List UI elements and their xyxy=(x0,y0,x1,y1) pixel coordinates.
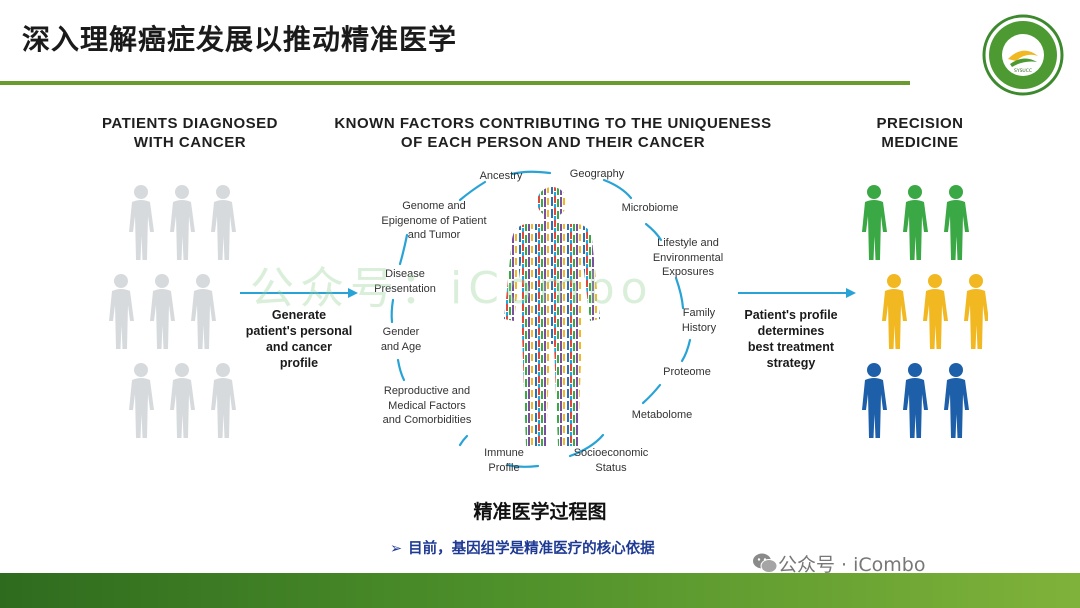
factor-proteome: Proteome xyxy=(652,365,722,380)
factor-label: Lifestyle and xyxy=(657,237,719,249)
left-caption-line: Generate xyxy=(271,308,327,322)
bullet-arrow-icon: ➢ xyxy=(390,541,403,557)
header-left-line-2: WITH CANCER xyxy=(133,134,247,151)
precision-patients-group xyxy=(862,185,988,438)
factor-label: Epigenome of Patient xyxy=(381,214,487,227)
factor-label: Genome and xyxy=(402,200,466,212)
grey-person-icon xyxy=(211,185,236,260)
page-title: 深入理解癌症发展以推动精准医学 xyxy=(22,23,458,56)
factor-label: and Tumor xyxy=(407,229,461,241)
yellow-person-icon xyxy=(964,274,988,349)
header-left-line-1: PATIENTS DIAGNOSED xyxy=(102,115,278,132)
factor-label: Reproductive and xyxy=(383,385,471,397)
left-caption: Generate patient's personal and cancer p… xyxy=(238,307,360,371)
grey-person-icon xyxy=(191,274,216,349)
factor-gender-age: Gender and Age xyxy=(368,325,434,354)
left-caption-line: and cancer xyxy=(265,340,332,354)
factor-label: Immune xyxy=(484,447,524,459)
factor-label: Metabolome xyxy=(631,409,693,421)
factor-genome: Genome and Epigenome of Patient and Tumo… xyxy=(372,199,496,243)
right-caption-line: strategy xyxy=(766,356,816,370)
factor-ancestry: Ancestry xyxy=(468,169,534,184)
factor-label: History xyxy=(681,321,717,334)
center-watermark: 公众号：iCombo xyxy=(250,263,654,314)
factor-label: Proteome xyxy=(663,366,711,378)
right-caption-line: determines xyxy=(757,324,825,338)
header-middle-line-2: OF EACH PERSON AND THEIR CANCER xyxy=(400,134,706,151)
header-precision-medicine: PRECISION MEDICINE xyxy=(860,114,980,152)
bullet-text: 目前，基因组学是精准医疗的核心依据 xyxy=(408,541,655,557)
factor-label: Microbiome xyxy=(621,202,679,214)
factor-metabolome: Metabolome xyxy=(622,408,702,423)
factor-disease-presentation: Disease Presentation xyxy=(364,267,446,296)
grey-person-icon xyxy=(129,185,154,260)
bottom-watermark: 公众号 · iCombo xyxy=(778,554,926,576)
header-right-line-1: PRECISION xyxy=(876,115,964,132)
header-middle-line-1: KNOWN FACTORS CONTRIBUTING TO THE UNIQUE… xyxy=(334,115,772,132)
factor-label: Geography xyxy=(569,168,625,180)
factor-microbiome: Microbiome xyxy=(612,201,688,216)
wechat-icon xyxy=(753,553,778,573)
factor-label: Exposures xyxy=(662,266,714,278)
green-person-icon xyxy=(903,185,928,260)
factor-label: Medical Factors xyxy=(388,399,466,412)
factor-label: Presentation xyxy=(374,282,436,295)
institution-logo: SYSUCC xyxy=(982,14,1064,96)
factor-label: Ancestry xyxy=(479,170,523,182)
bullet-point: ➢ 目前，基因组学是精准医疗的核心依据 xyxy=(390,537,655,558)
grey-person-icon xyxy=(170,185,195,260)
factor-label: Disease xyxy=(385,268,425,280)
left-arrow-icon xyxy=(240,288,358,298)
grey-person-icon xyxy=(129,363,154,438)
diagnosed-patients-group xyxy=(109,185,236,438)
factor-socioeconomic: Socioeconomic Status xyxy=(566,446,656,475)
factor-family-history: Family History xyxy=(666,306,732,335)
factor-label: and Age xyxy=(380,340,422,353)
factor-lifestyle: Lifestyle and Environmental Exposures xyxy=(640,236,736,280)
factor-label: Status xyxy=(595,461,627,474)
yellow-person-icon xyxy=(923,274,948,349)
svg-text:SYSUCC: SYSUCC xyxy=(1014,68,1032,74)
factor-label: and Comorbidities xyxy=(382,414,472,426)
factor-label: Gender xyxy=(382,326,420,338)
dna-body-figure-icon xyxy=(504,187,600,446)
right-arrow-icon xyxy=(738,288,856,298)
left-caption-line: profile xyxy=(279,356,319,370)
header-patients-diagnosed: PATIENTS DIAGNOSED WITH CANCER xyxy=(90,114,290,152)
left-caption-line: patient's personal xyxy=(245,324,353,338)
grey-person-icon xyxy=(150,274,175,349)
yellow-person-icon xyxy=(882,274,907,349)
factor-ring xyxy=(390,170,692,468)
grey-person-icon xyxy=(211,363,236,438)
header-right-line-2: MEDICINE xyxy=(881,134,959,151)
factor-reproductive: Reproductive and Medical Factors and Com… xyxy=(370,384,484,428)
right-caption-line: Patient's profile xyxy=(744,308,838,322)
blue-person-icon xyxy=(903,363,928,438)
factor-geography: Geography xyxy=(562,167,632,182)
header-known-factors: KNOWN FACTORS CONTRIBUTING TO THE UNIQUE… xyxy=(318,114,788,152)
factor-label: Socioeconomic xyxy=(573,447,649,459)
right-caption: Patient's profile determines best treatm… xyxy=(730,307,852,371)
blue-person-icon xyxy=(944,363,969,438)
title-underline xyxy=(0,81,910,85)
grey-person-icon xyxy=(170,363,195,438)
green-person-icon xyxy=(944,185,969,260)
footer-band xyxy=(0,573,1080,608)
grey-person-icon xyxy=(109,274,134,349)
diagram-subtitle: 精准医学过程图 xyxy=(473,501,607,523)
green-person-icon xyxy=(862,185,887,260)
factor-label: Environmental xyxy=(652,251,724,264)
factor-label: Profile xyxy=(488,461,520,474)
factor-label: Family xyxy=(682,307,716,319)
blue-person-icon xyxy=(862,363,887,438)
right-caption-line: best treatment xyxy=(747,340,835,354)
factor-immune-profile: Immune Profile xyxy=(472,446,536,475)
